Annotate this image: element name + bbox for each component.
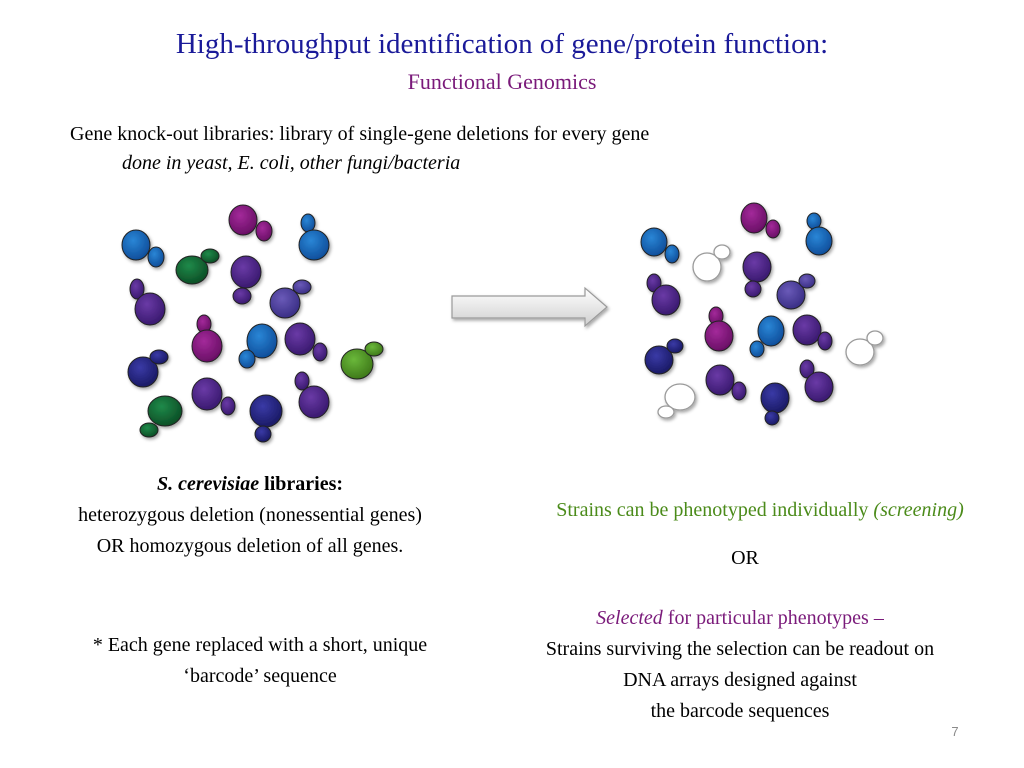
right-arrow-icon bbox=[451, 286, 608, 328]
selection-line-4: the barcode sequences bbox=[650, 700, 830, 722]
selection-description: Selected for particular phenotypes – Str… bbox=[480, 603, 1000, 727]
barcode-note: * Each gene replaced with a short, uniqu… bbox=[20, 630, 500, 692]
intro-line-1: Gene knock-out libraries: library of sin… bbox=[70, 123, 650, 145]
slide-title: High-throughput identification of gene/p… bbox=[175, 28, 829, 60]
libraries-line-2: heterozygous deletion (nonessential gene… bbox=[78, 504, 422, 526]
intro-line-2: done in yeast, E. coli, other fungi/bact… bbox=[122, 152, 461, 174]
selection-line-3: DNA arrays designed against bbox=[623, 669, 857, 691]
screening-text: Strains can be phenotyped individually bbox=[556, 499, 874, 521]
libraries-line-3: OR homozygous deletion of all genes. bbox=[96, 535, 404, 557]
libraries-heading-suffix: libraries: bbox=[259, 473, 344, 495]
selection-line-2: Strains surviving the selection can be r… bbox=[545, 638, 935, 660]
slide-number: 7 bbox=[951, 724, 959, 739]
or-label: OR bbox=[731, 547, 759, 569]
selection-line-1: Selected for particular phenotypes – bbox=[480, 603, 1000, 634]
libraries-description: S. cerevisiae libraries: heterozygous de… bbox=[20, 469, 480, 562]
screening-italic: (screening) bbox=[873, 499, 964, 521]
yeast-cells-after-selection bbox=[640, 202, 834, 426]
dead-cell-outlines bbox=[657, 244, 884, 419]
yeast-cell-library bbox=[121, 204, 384, 443]
barcode-line-1: * Each gene replaced with a short, uniqu… bbox=[92, 634, 428, 656]
screening-line: Strains can be phenotyped individually (… bbox=[490, 496, 1024, 524]
slide-subtitle: Functional Genomics bbox=[407, 69, 597, 94]
selection-italic: Selected bbox=[596, 607, 663, 629]
libraries-heading-species: S. cerevisiae bbox=[156, 473, 260, 495]
libraries-heading: S. cerevisiae libraries: bbox=[20, 469, 480, 500]
barcode-line-2: ‘barcode’ sequence bbox=[183, 665, 337, 687]
selection-text: for particular phenotypes – bbox=[662, 607, 884, 629]
